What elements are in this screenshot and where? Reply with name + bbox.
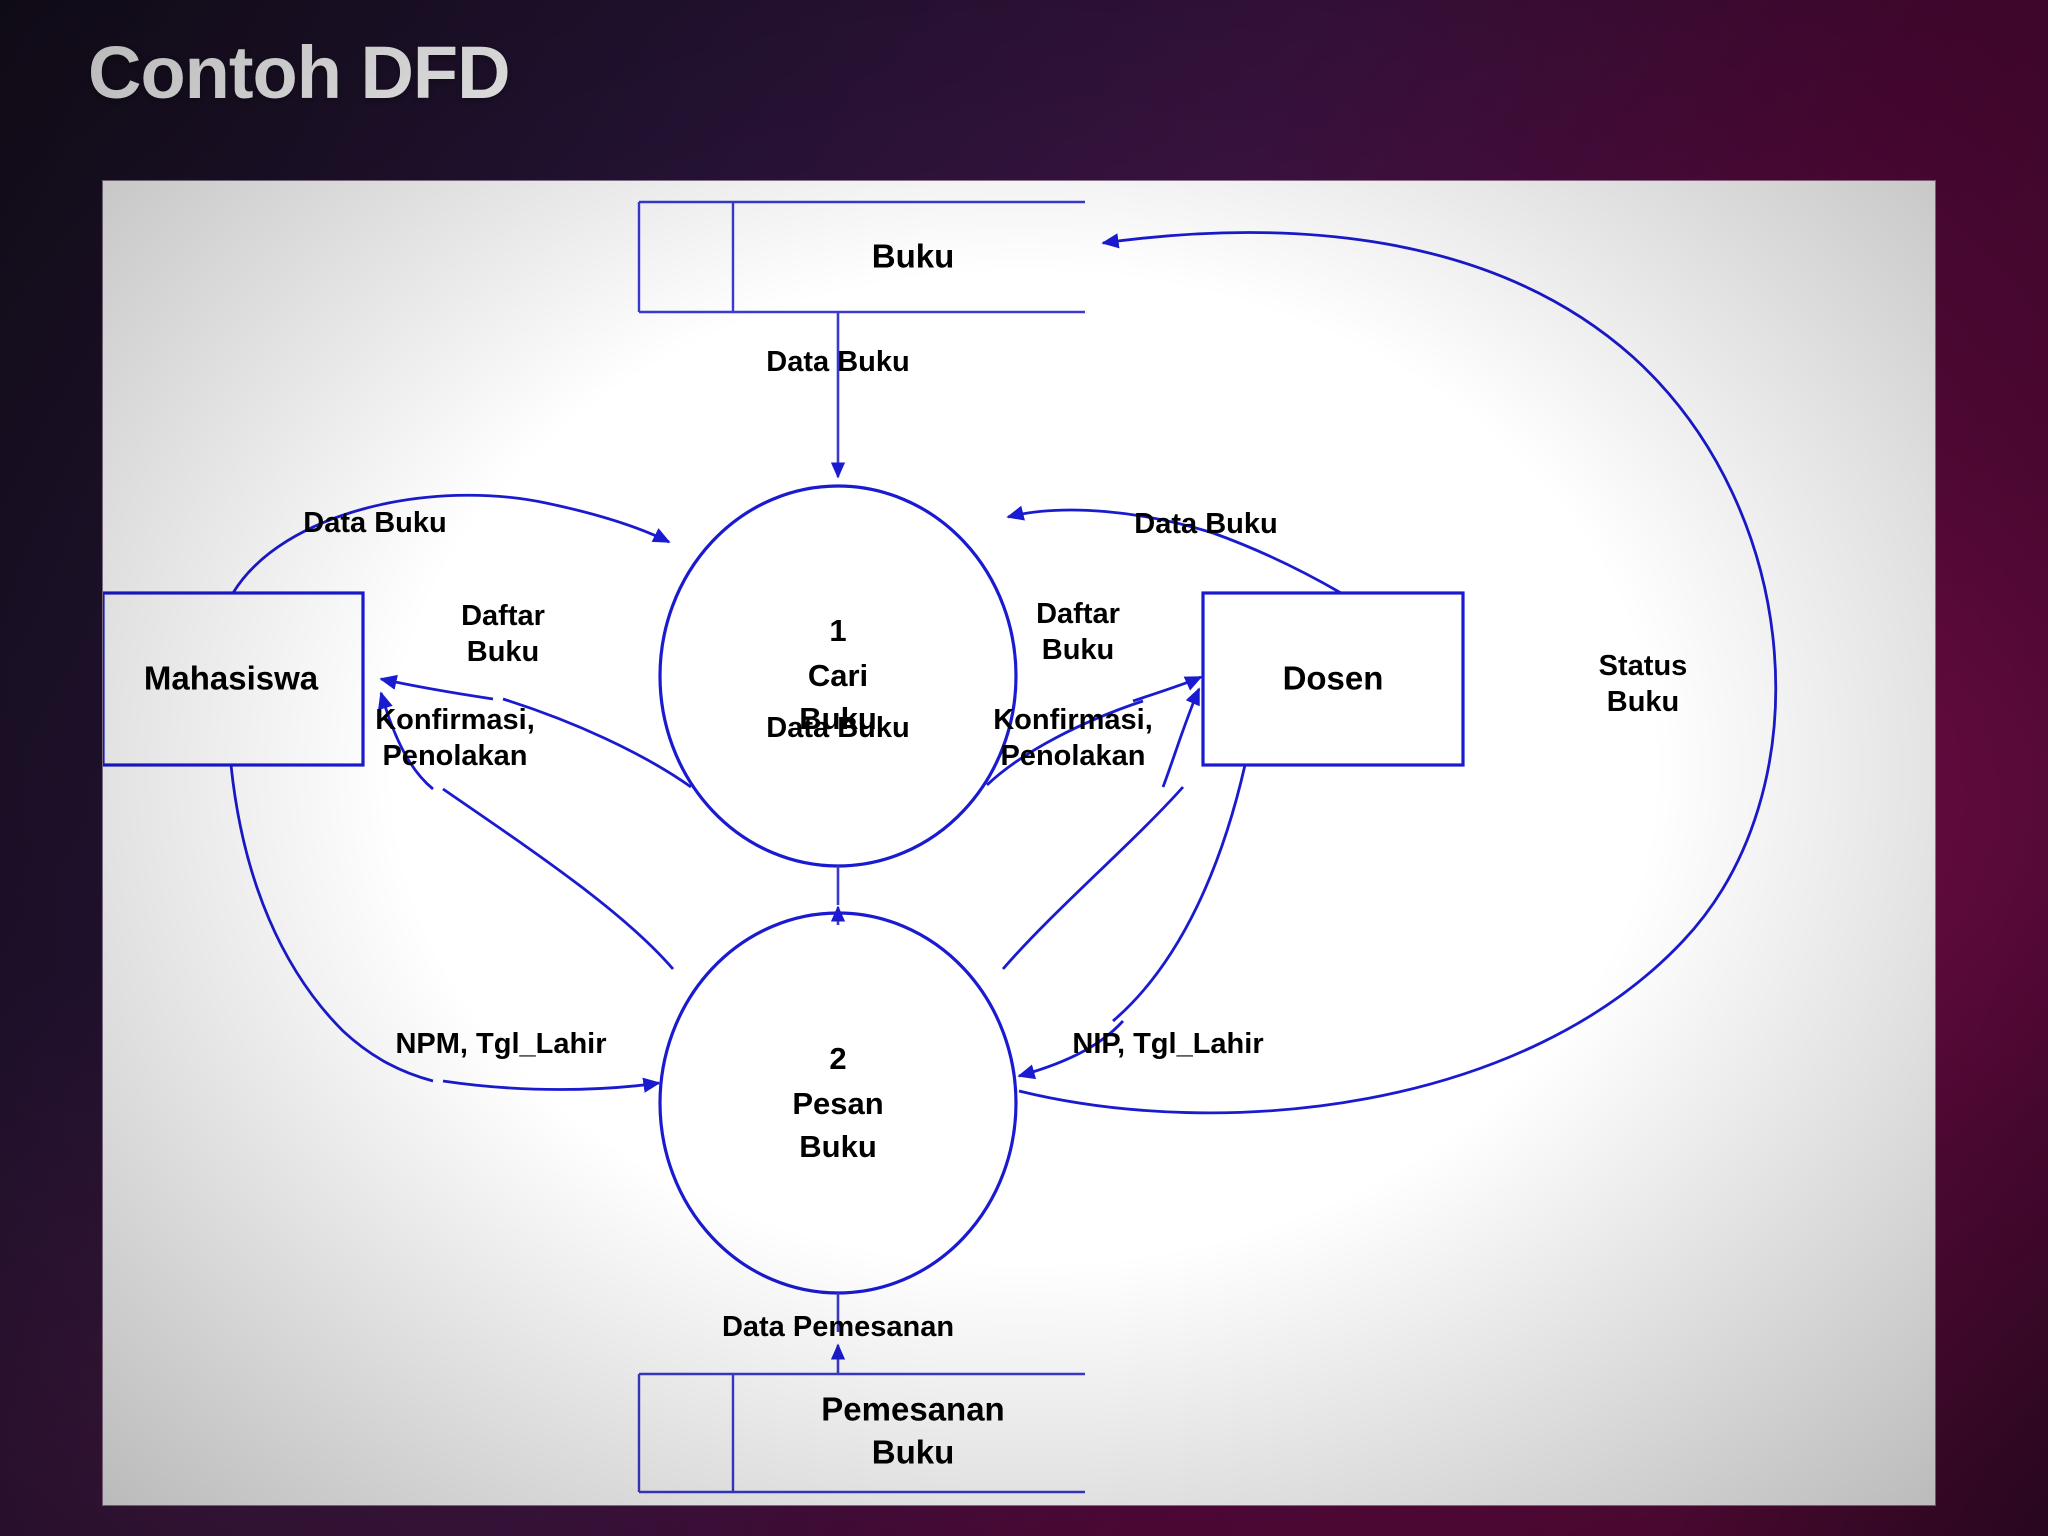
flow-label-f2: Data Buku	[303, 507, 446, 539]
flow-data-buku-mahasiswa-to-p1[interactable]: Data Buku	[231, 493, 671, 594]
process-1-name-line2: Buku	[799, 701, 877, 736]
flow-data-pemesanan-p2-to-store[interactable]: Data Pemesanan	[722, 1293, 954, 1374]
flow-label-f3-line1: Daftar	[461, 600, 545, 632]
flow-data-buku-p1-to-p2[interactable]: Data Buku	[766, 712, 910, 925]
flow-data-buku-store-to-p1[interactable]: Data Buku	[766, 312, 910, 479]
flow-label-f7-line2: Penolakan	[382, 740, 527, 772]
flow-npm-mahasiswa-to-p2[interactable]: NPM, Tgl_Lahir	[229, 764, 661, 1093]
data-store-pemesanan-buku[interactable]: Pemesanan Buku	[637, 1372, 1085, 1494]
flow-label-f6: Data Buku	[766, 712, 909, 744]
data-store-buku-label: Buku	[872, 238, 955, 275]
data-store-pemesanan-label-line2: Buku	[872, 1434, 955, 1471]
flow-label-f8-line1: Konfirmasi,	[993, 704, 1153, 736]
dfd-canvas: Buku 1 Cari Buku 2 Pesan Buku Mahasiswa	[103, 200, 1778, 1494]
process-1-name-line1: Cari	[808, 658, 868, 693]
flow-label-f7-line1: Konfirmasi,	[375, 704, 535, 736]
flow-label-f8-line2: Penolakan	[1000, 740, 1145, 772]
flow-status-buku-p2-to-store[interactable]: Status Buku	[1018, 231, 1778, 1115]
flow-label-f5-line2: Buku	[1042, 634, 1115, 666]
entity-mahasiswa-label: Mahasiswa	[144, 660, 319, 697]
flow-label-f10: NIP, Tgl_Lahir	[1072, 1028, 1263, 1060]
data-store-pemesanan-label-line1: Pemesanan	[821, 1391, 1004, 1428]
process-2-name-line2: Buku	[799, 1129, 877, 1164]
flow-label-f9: NPM, Tgl_Lahir	[395, 1028, 606, 1060]
external-entity-dosen[interactable]: Dosen	[1201, 591, 1465, 767]
diagram-panel: Buku 1 Cari Buku 2 Pesan Buku Mahasiswa	[103, 181, 1935, 1505]
flow-konfirmasi-p2-to-mahasiswa[interactable]: Konfirmasi, Penolakan	[375, 691, 675, 970]
flow-label-f5-line1: Daftar	[1036, 598, 1120, 630]
data-store-buku[interactable]: Buku	[637, 200, 1085, 314]
process-2-name-line1: Pesan	[792, 1086, 883, 1121]
flow-daftar-buku-p1-to-dosen[interactable]: Daftar Buku	[986, 598, 1203, 787]
process-1-number: 1	[829, 613, 846, 648]
entity-dosen-label: Dosen	[1283, 660, 1384, 697]
flow-label-f11-line1: Status	[1599, 650, 1688, 682]
flow-label-f3-line2: Buku	[467, 636, 540, 668]
process-1-cari-buku[interactable]: 1 Cari Buku	[658, 484, 1018, 868]
flow-label-f4: Data Buku	[1134, 508, 1277, 540]
process-2-number: 2	[829, 1041, 846, 1076]
flow-konfirmasi-p2-to-dosen[interactable]: Konfirmasi, Penolakan	[993, 687, 1201, 970]
external-entity-mahasiswa[interactable]: Mahasiswa	[103, 591, 365, 767]
page-title: Contoh DFD	[88, 31, 511, 114]
process-2-pesan-buku[interactable]: 2 Pesan Buku	[658, 911, 1018, 1295]
flow-label-f1: Data Buku	[766, 346, 909, 378]
flow-daftar-buku-p1-to-mahasiswa[interactable]: Daftar Buku	[379, 600, 692, 789]
flow-label-f11-line2: Buku	[1607, 686, 1680, 718]
flow-nip-dosen-to-p2[interactable]: NIP, Tgl_Lahir	[1017, 764, 1264, 1080]
flow-data-buku-dosen-to-p1[interactable]: Data Buku	[1006, 505, 1342, 595]
flow-label-f12: Data Pemesanan	[722, 1311, 954, 1343]
